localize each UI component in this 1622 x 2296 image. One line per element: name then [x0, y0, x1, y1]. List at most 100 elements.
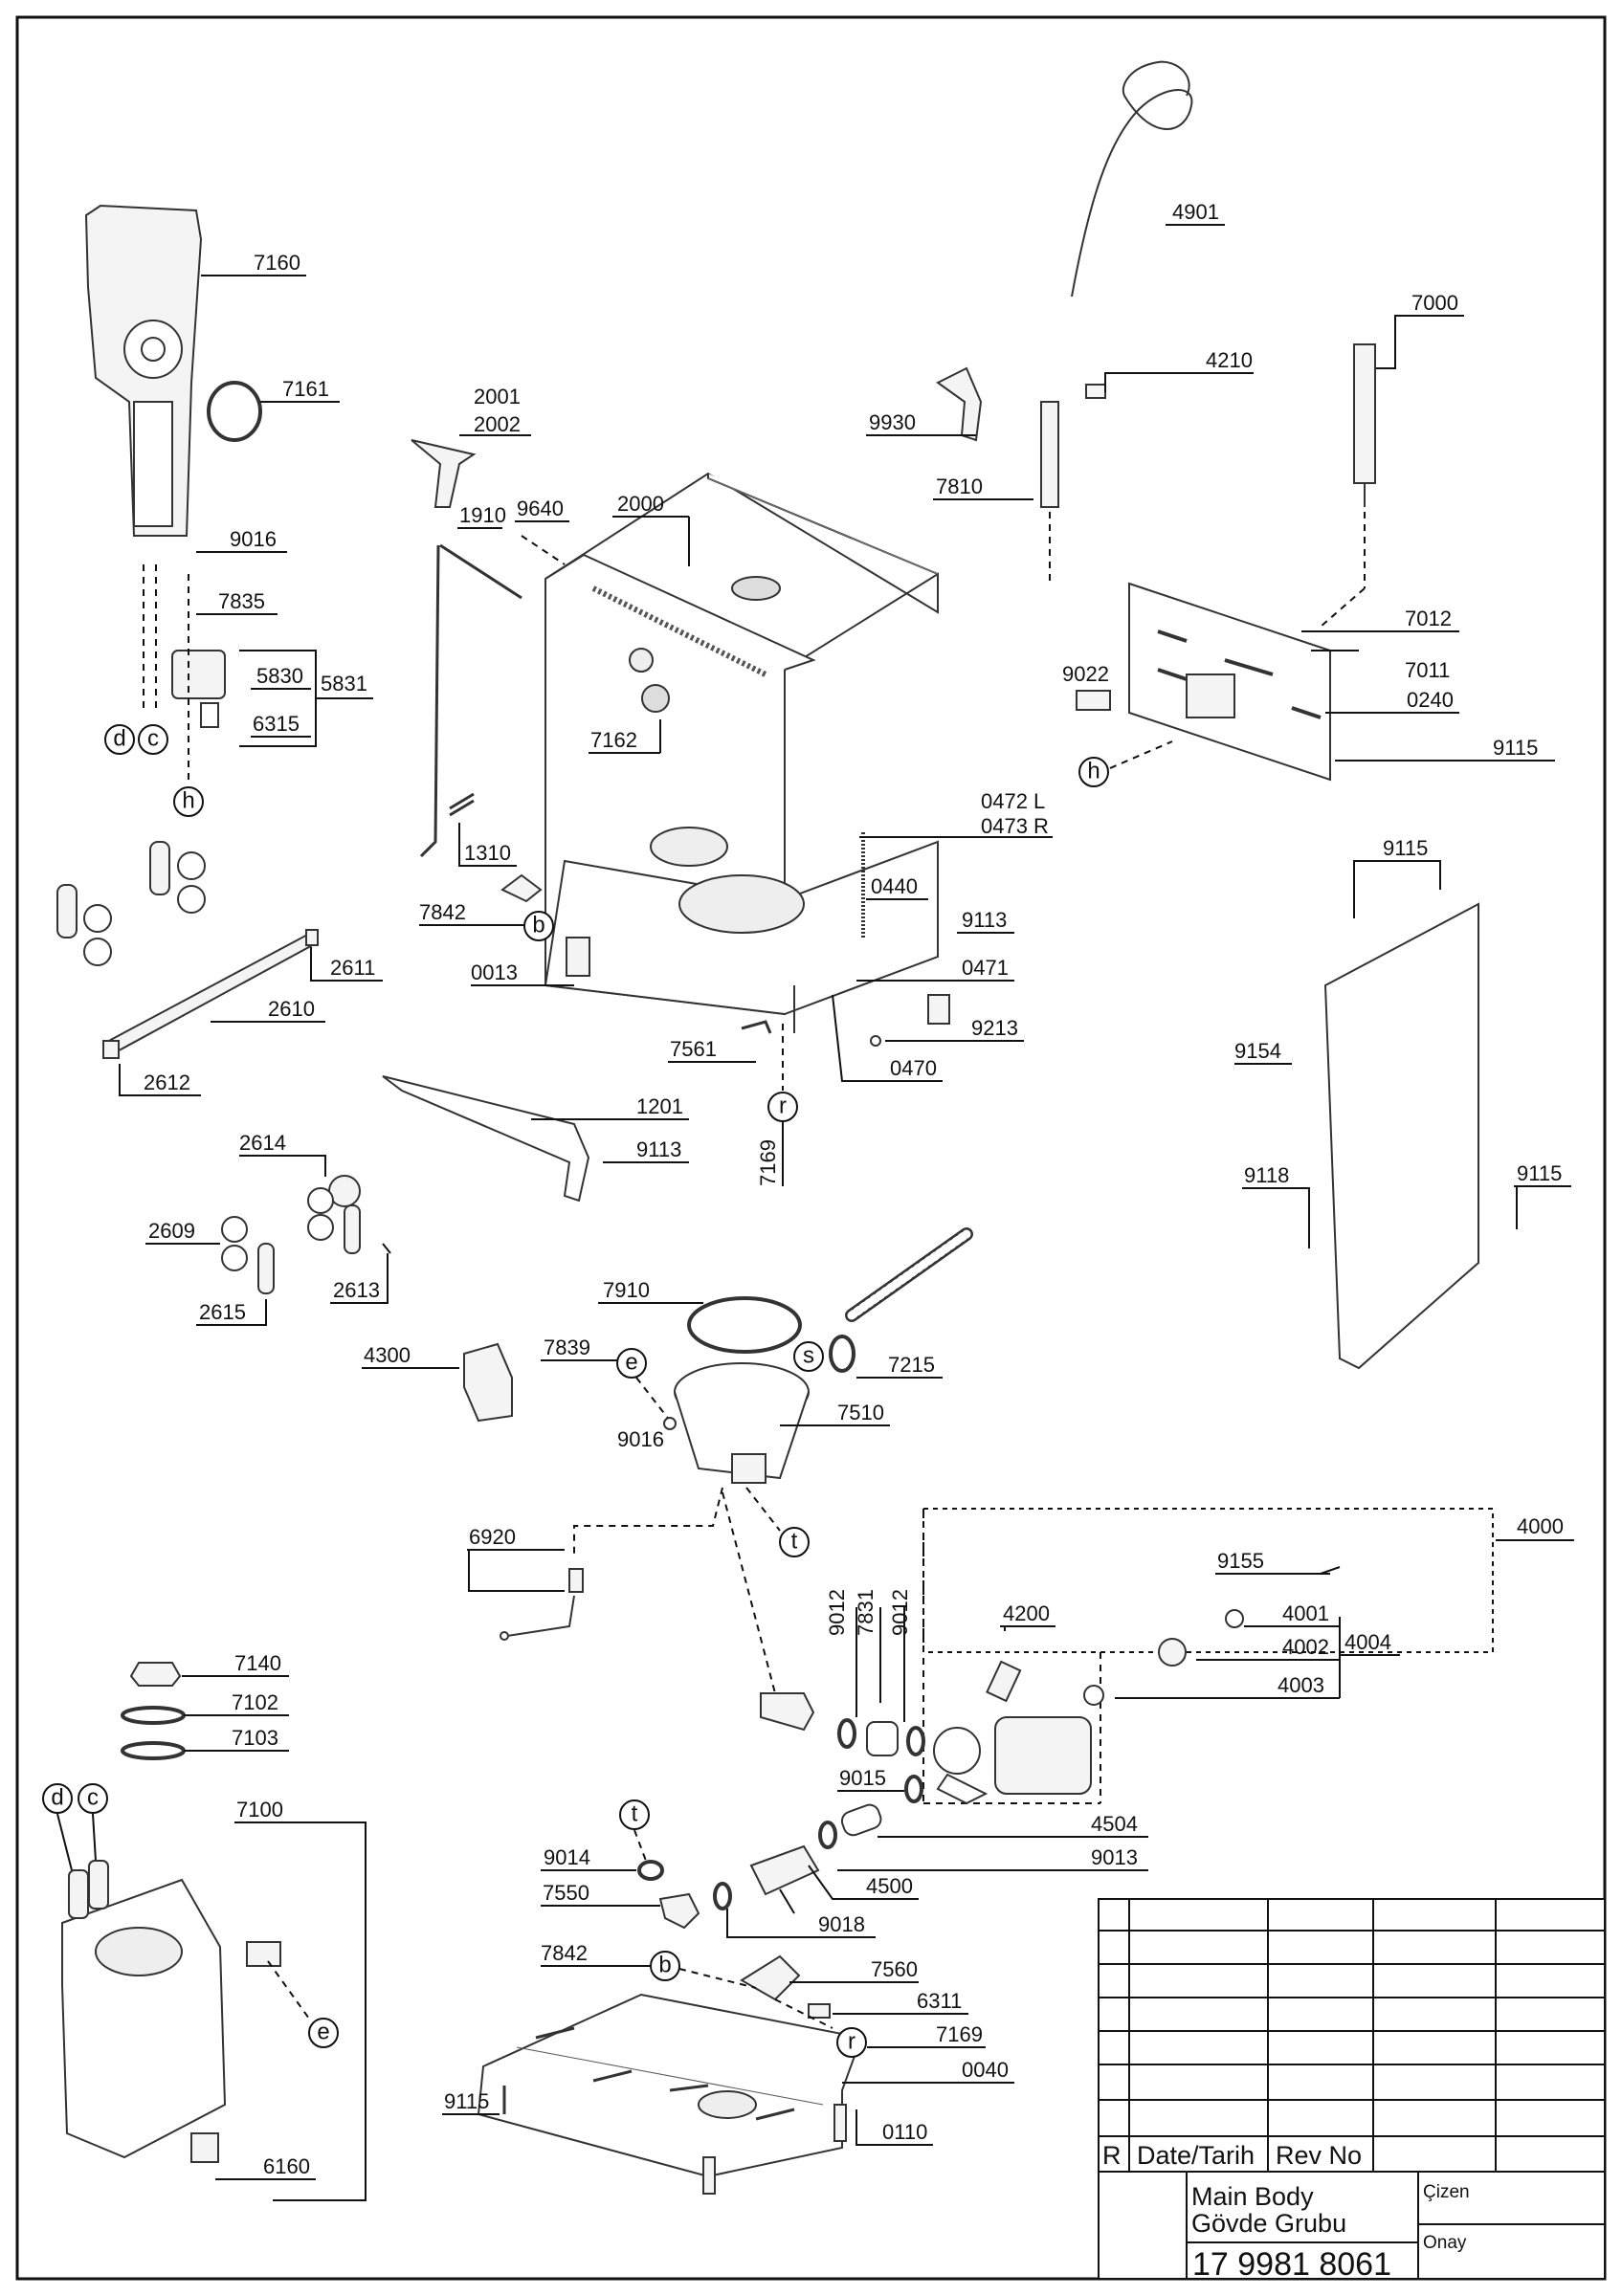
label-5830: 5830: [256, 664, 303, 688]
label-9213: 9213: [971, 1016, 1018, 1040]
label-9016-center: 9016: [617, 1427, 664, 1451]
label-4003: 4003: [1278, 1673, 1324, 1697]
label-9012-a: 9012: [825, 1589, 849, 1636]
label-9118: 9118: [1244, 1163, 1289, 1187]
label-4001: 4001: [1282, 1601, 1329, 1625]
part-7000-sensor-hose: [1353, 343, 1376, 507]
label-7835: 7835: [218, 589, 265, 613]
part-1201-cover: [382, 1075, 590, 1203]
label-7100: 7100: [236, 1798, 283, 1821]
part-7560-bracket: [740, 1954, 801, 2001]
svg-text:d: d: [51, 1785, 63, 1811]
label-2613: 2613: [333, 1278, 380, 1302]
label-7169-bottom: 7169: [936, 2022, 983, 2046]
part-4000-group-outline: [922, 1508, 1494, 1653]
label-9154: 9154: [1234, 1039, 1281, 1063]
svg-text:t: t: [791, 1529, 798, 1555]
label-6315: 6315: [253, 712, 300, 736]
part-7160-water-pocket: [84, 204, 203, 537]
svg-text:e: e: [317, 2020, 329, 2045]
label-7560: 7560: [871, 1957, 918, 1981]
callout-e-bottom: e: [308, 2018, 339, 2048]
label-7012: 7012: [1405, 607, 1452, 630]
part-0471-hinge: [927, 994, 950, 1025]
label-7550: 7550: [543, 1881, 589, 1905]
label-7215: 7215: [888, 1353, 935, 1377]
label-7140: 7140: [234, 1651, 281, 1675]
label-6920: 6920: [469, 1525, 516, 1549]
label-9115-right-top: 9115: [1383, 836, 1428, 860]
part-0240-panel: [1128, 582, 1331, 782]
title-block-name-en: Main Body: [1191, 2182, 1314, 2211]
callout-s: s: [793, 1341, 824, 1372]
callout-r-top: r: [767, 1092, 798, 1122]
label-7831: 7831: [854, 1589, 878, 1636]
part-7510-sump: [674, 1362, 810, 1484]
part-9014-clamp: [637, 1860, 664, 1881]
title-block: [1098, 1898, 1606, 2280]
part-4001-nut: [1225, 1609, 1244, 1628]
svg-text:d: d: [113, 726, 125, 752]
part-7215-hose: [829, 1227, 973, 1373]
part-7161-gasket: [207, 381, 262, 442]
label-4002: 4002: [1282, 1635, 1329, 1659]
part-wheels-group: [56, 841, 206, 966]
label-9012-b: 9012: [888, 1589, 912, 1636]
label-9018: 9018: [818, 1912, 865, 1936]
part-9022-connector: [1076, 690, 1111, 711]
label-7169-vertical: 7169: [756, 1139, 780, 1186]
callout-e-center: e: [616, 1348, 647, 1379]
callout-h-right: h: [1078, 757, 1109, 787]
label-4210: 4210: [1206, 348, 1253, 372]
part-9930-bracket: [936, 366, 983, 442]
part-0040-base: [477, 1993, 863, 2178]
label-9115-bottom: 9115: [444, 2089, 489, 2113]
svg-text:b: b: [658, 1953, 671, 1978]
part-7831-pipe: [866, 1721, 899, 1756]
part-4003-seal: [1083, 1685, 1104, 1706]
label-1201: 1201: [636, 1094, 683, 1118]
label-9113-top: 9113: [962, 908, 1007, 932]
label-0040: 0040: [962, 2058, 1009, 2082]
part-7810-hose: [1040, 401, 1059, 508]
label-7161: 7161: [282, 377, 329, 401]
part-motor: [933, 1716, 1092, 1805]
title-block-name-tr: Gövde Grubu: [1191, 2209, 1346, 2238]
svg-text:h: h: [1087, 759, 1100, 784]
part-7140-cap: [129, 1662, 182, 1687]
label-4200: 4200: [1003, 1601, 1050, 1625]
part-2000-tub: [544, 472, 939, 1033]
label-2001: 2001: [474, 385, 521, 408]
callout-b-top: b: [523, 911, 554, 941]
callout-r-bottom: r: [836, 2027, 867, 2058]
label-7561: 7561: [670, 1037, 717, 1061]
part-4500-heater-pipe: [749, 1844, 820, 1896]
label-4504: 4504: [1091, 1812, 1138, 1836]
label-9014: 9014: [544, 1845, 590, 1869]
part-1310-clip: [449, 792, 475, 817]
part-4504-pipe: [840, 1803, 882, 1837]
part-6311-clip: [808, 2003, 831, 2019]
label-1310: 1310: [464, 841, 511, 865]
label-0471: 0471: [962, 956, 1009, 980]
part-4200-capacitor: [986, 1660, 1022, 1703]
svg-text:s: s: [803, 1343, 814, 1369]
part-5831-flow-meter: [171, 650, 226, 728]
title-block-part-number: 17 9981 8061: [1192, 2246, 1391, 2283]
label-2610: 2610: [268, 997, 315, 1021]
label-6311: 6311: [917, 1989, 962, 2013]
callout-d-bottom: d: [42, 1783, 73, 1814]
svg-text:t: t: [632, 1801, 638, 1827]
label-0472: 0472 L: [981, 789, 1045, 813]
svg-text:r: r: [779, 1093, 787, 1119]
svg-text:e: e: [625, 1350, 637, 1376]
part-6920-sensor: [500, 1568, 584, 1641]
label-0240: 0240: [1407, 688, 1454, 712]
callout-h-left: h: [173, 786, 204, 817]
part-9012a-clamp: [837, 1718, 856, 1749]
label-2612: 2612: [144, 1071, 190, 1094]
label-9113-mid: 9113: [636, 1137, 681, 1161]
label-9016: 9016: [230, 527, 277, 551]
label-2615: 2615: [199, 1300, 246, 1324]
